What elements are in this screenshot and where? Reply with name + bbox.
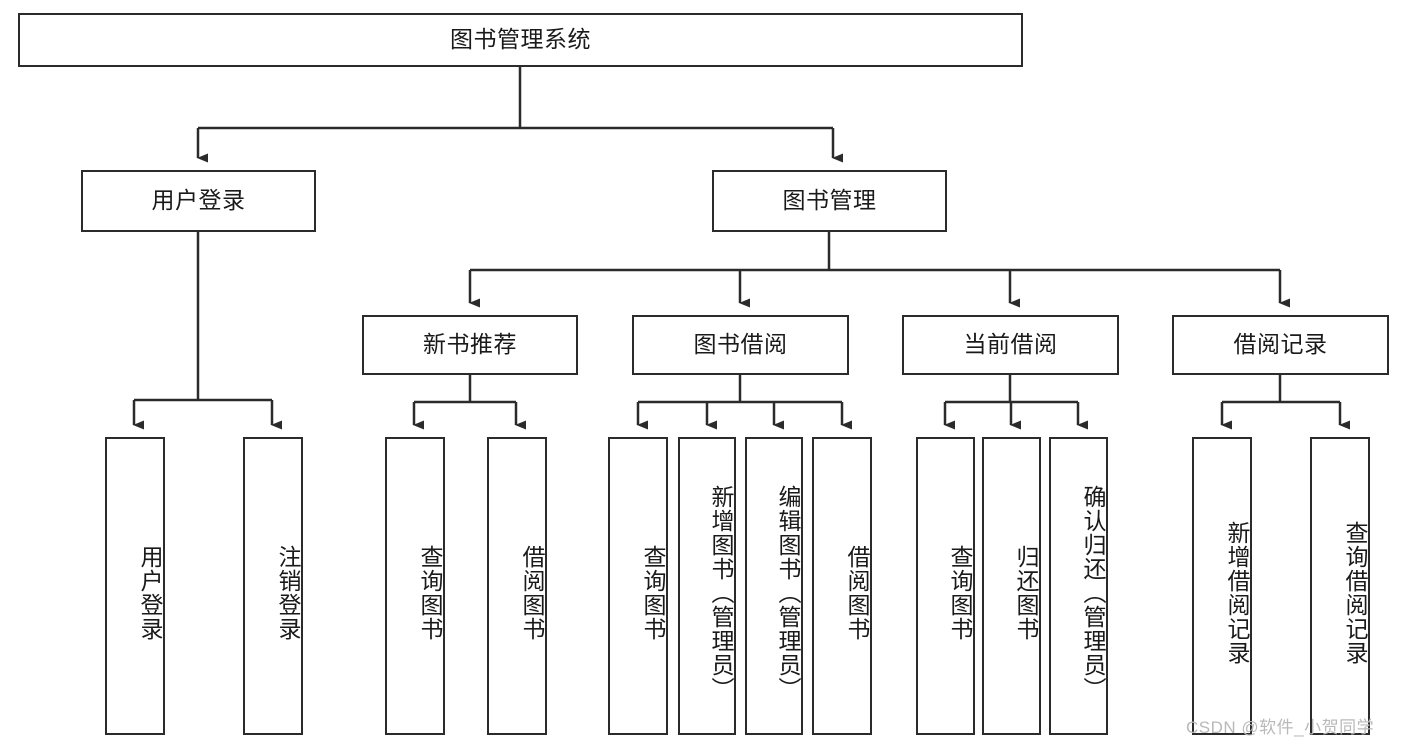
node-label: 新增图书（管理员） (708, 485, 734, 701)
node-label: 查询图书 (640, 545, 666, 641)
node-label: 注销登录 (275, 545, 301, 641)
node-label: 查询图书 (947, 545, 973, 641)
node-label: 确认归还（管理员） (1080, 485, 1106, 701)
node-leaf-query-book-borrow[interactable]: 查询图书 (608, 437, 668, 735)
node-label: 新增借阅记录 (1224, 521, 1250, 665)
node-leaf-query-borrow-record[interactable]: 查询借阅记录 (1310, 437, 1370, 735)
node-label: 当前借阅 (963, 331, 1058, 358)
node-label: 编辑图书（管理员） (775, 485, 801, 701)
node-leaf-add-book-admin[interactable]: 新增图书（管理员） (678, 437, 736, 735)
node-current-borrow[interactable]: 当前借阅 (902, 315, 1119, 375)
node-leaf-borrow-book-recommend[interactable]: 借阅图书 (487, 437, 547, 735)
node-label: 图书借阅 (693, 331, 788, 358)
node-new-book-recommend[interactable]: 新书推荐 (362, 315, 578, 375)
node-leaf-logout[interactable]: 注销登录 (243, 437, 303, 735)
node-label: 新书推荐 (423, 331, 517, 358)
node-label: 图书管理系统 (450, 26, 591, 53)
node-label: 用户登录 (137, 545, 163, 641)
node-label: 借阅图书 (519, 545, 545, 641)
node-leaf-query-book-current[interactable]: 查询图书 (916, 437, 975, 735)
node-book-management[interactable]: 图书管理 (712, 170, 947, 232)
node-leaf-add-borrow-record[interactable]: 新增借阅记录 (1192, 437, 1252, 735)
node-leaf-query-book-recommend[interactable]: 查询图书 (385, 437, 445, 735)
node-label: 图书管理 (782, 187, 877, 214)
node-label: 借阅记录 (1233, 331, 1328, 358)
node-book-borrow[interactable]: 图书借阅 (632, 315, 849, 375)
node-label: 查询借阅记录 (1342, 521, 1368, 665)
node-leaf-confirm-return-admin[interactable]: 确认归还（管理员） (1049, 437, 1108, 735)
node-label: 归还图书 (1013, 545, 1039, 641)
node-leaf-edit-book-admin[interactable]: 编辑图书（管理员） (745, 437, 803, 735)
node-leaf-borrow-book[interactable]: 借阅图书 (812, 437, 872, 735)
node-root-book-management-system[interactable]: 图书管理系统 (18, 13, 1023, 67)
watermark-text: CSDN @软件_小贺同学 (1186, 718, 1375, 737)
node-leaf-return-book[interactable]: 归还图书 (982, 437, 1041, 735)
node-user-login[interactable]: 用户登录 (81, 170, 316, 232)
node-borrow-record[interactable]: 借阅记录 (1172, 315, 1389, 375)
node-label: 查询图书 (417, 545, 443, 641)
node-label: 用户登录 (151, 187, 246, 214)
node-leaf-user-login[interactable]: 用户登录 (105, 437, 165, 735)
node-label: 借阅图书 (844, 545, 870, 641)
